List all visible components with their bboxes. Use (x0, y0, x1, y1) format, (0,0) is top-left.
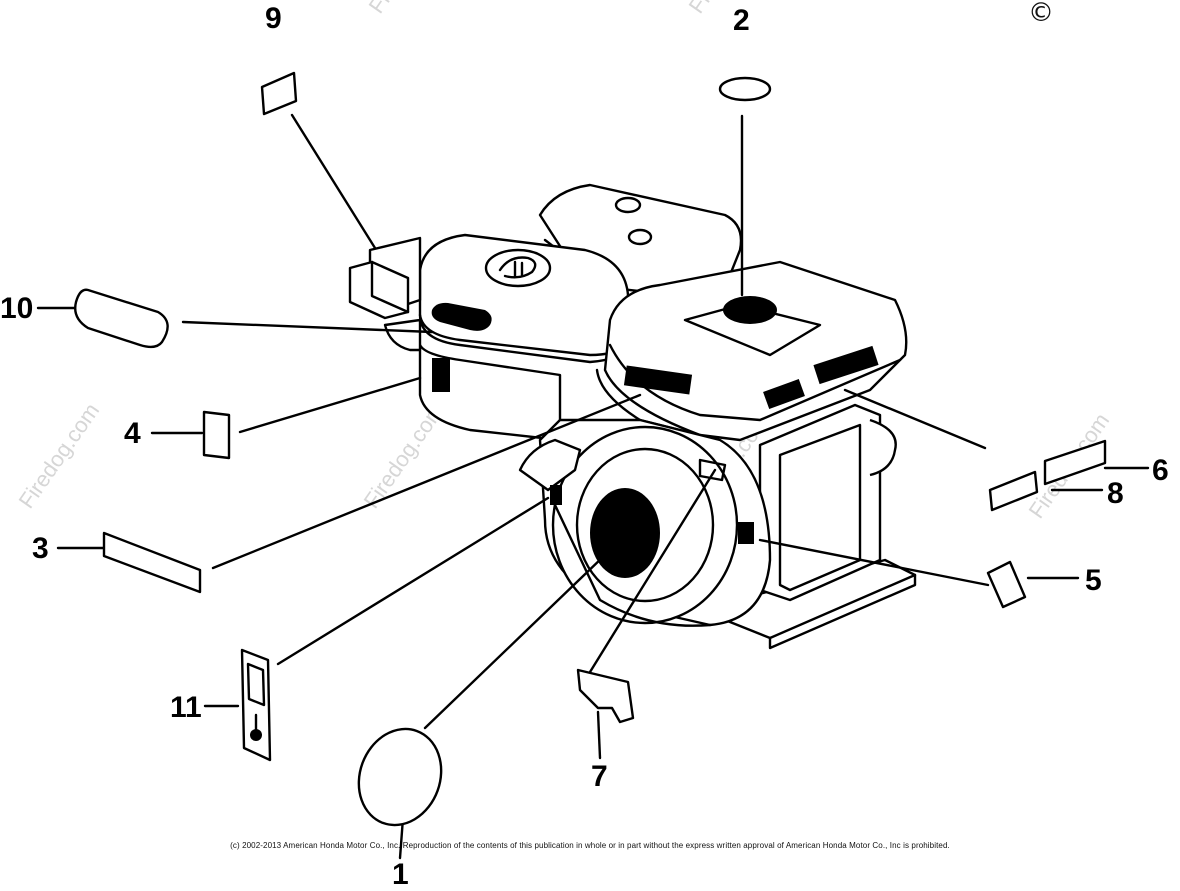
muffler-label-left (623, 365, 693, 395)
part-6-decal (1043, 439, 1107, 486)
callout-7: 7 (591, 760, 608, 793)
callout-11: 11 (170, 691, 202, 724)
oil-filler-cap (723, 296, 777, 324)
watermark: Firedog.com (684, 0, 775, 18)
decal-parts (74, 71, 1107, 827)
muffler-label-right (813, 345, 879, 385)
callout-8: 8 (1107, 477, 1124, 510)
watermark: Firedog.com (364, 0, 455, 18)
fuel-tank-label (431, 302, 492, 331)
muffler-label-center (763, 379, 805, 409)
callout-1: 1 (392, 858, 409, 891)
callout-5: 5 (1085, 564, 1102, 597)
part-8-decal (988, 470, 1039, 512)
fuel-cap (484, 248, 552, 288)
copyright-mark: © (1028, 0, 1054, 28)
part-3-decal (102, 531, 202, 594)
callout-3: 3 (32, 532, 49, 565)
part-4-decal (202, 410, 231, 460)
callout-2: 2 (733, 4, 750, 37)
engine-body (348, 183, 917, 650)
starter-grip (518, 438, 582, 492)
watermark: Firedog.com (14, 398, 105, 513)
part-10-decal (74, 288, 169, 349)
leader-lines (36, 113, 1150, 860)
copyright-notice: (c) 2002-2013 American Honda Motor Co., … (230, 841, 950, 850)
callout-10: 10 (0, 292, 33, 325)
callout-4: 4 (124, 417, 141, 450)
part-2-decal (718, 76, 772, 102)
part-5-decal (986, 560, 1027, 609)
part-7-decal (576, 668, 635, 724)
part-1-decal (357, 727, 443, 827)
part-11-decal (240, 648, 272, 762)
callout-6: 6 (1152, 454, 1169, 487)
emission-label (738, 522, 754, 544)
callout-9: 9 (265, 2, 282, 35)
tank-side-label (432, 358, 450, 392)
starter-grip-hole (590, 488, 660, 578)
part-9-decal (260, 71, 298, 116)
